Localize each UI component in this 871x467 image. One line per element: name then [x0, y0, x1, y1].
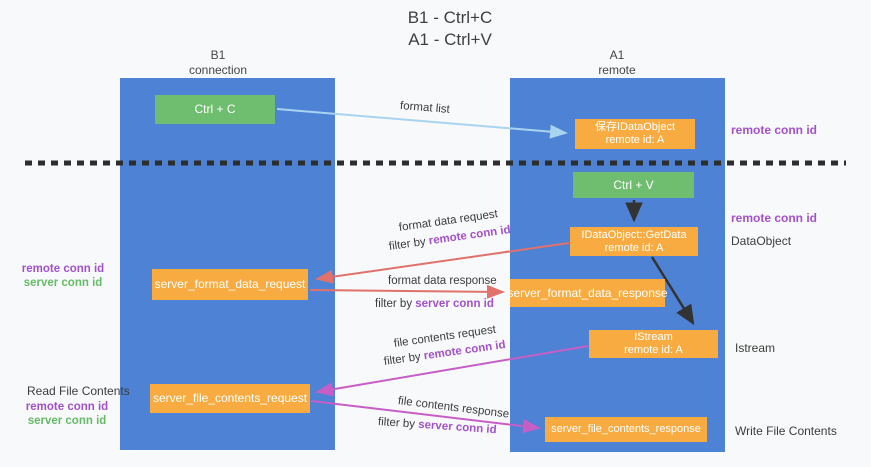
lifeline-b1-name: B1	[210, 48, 226, 62]
lifeline-b1-role: connection	[188, 63, 248, 77]
node-istream: IStream remote id: A	[589, 330, 718, 358]
annotation-left-conn-ids-2: remote conn id server conn id	[24, 401, 110, 428]
node-ctrl-v: Ctrl + V	[573, 172, 694, 198]
node-save-idataobject: 保存IDataObject remote id: A	[575, 119, 695, 149]
node-server-format-data-request-label: server_format_data_request	[154, 277, 306, 291]
node-getdata-line2: remote id: A	[604, 241, 664, 254]
node-getdata: IDataObject::GetData remote id: A	[570, 227, 698, 256]
filter-prefix: filter by	[383, 350, 425, 368]
annotation-remote-conn-id-1: remote conn id	[731, 123, 818, 137]
node-ctrl-v-label: Ctrl + V	[613, 177, 654, 192]
lifeline-header-b1: B1 connection	[158, 48, 278, 78]
annotation-left-remote-conn-id-2: remote conn id	[25, 401, 109, 413]
diagram-title-line1: B1 - Ctrl+C	[407, 8, 493, 27]
node-getdata-line1: IDataObject::GetData	[581, 228, 687, 241]
flow-label-file-contents-response: file contents response	[397, 395, 510, 421]
lifeline-header-a1: A1 remote	[557, 48, 677, 78]
filter-prefix: filter by	[388, 235, 430, 253]
annotation-left-conn-ids-1: remote conn id server conn id	[20, 263, 106, 290]
node-server-file-contents-request-label: server_file_contents_request	[152, 391, 308, 405]
node-server-format-data-response: server_format_data_response	[507, 279, 668, 307]
node-istream-line2: remote id: A	[624, 344, 683, 356]
annotation-dataobject: DataObject	[731, 234, 792, 248]
arrow-format-data-response	[309, 284, 505, 299]
flow-label-format-list: format list	[399, 100, 451, 116]
node-ctrl-c: Ctrl + C	[155, 95, 275, 124]
diagram-title-line2: A1 - Ctrl+V	[408, 30, 492, 49]
filter-prefix: filter by	[375, 298, 416, 310]
filter-prefix: filter by	[377, 416, 419, 431]
flow-label-file-contents-response-filter: filter by server conn id	[378, 416, 497, 436]
annotation-read-file-contents: Read File Contents	[27, 384, 130, 398]
flow-label-format-data-response: format data response	[388, 275, 497, 287]
annotation-remote-conn-id-2: remote conn id	[731, 211, 818, 225]
node-server-file-contents-response: server_file_contents_response	[545, 417, 707, 442]
annotation-left-remote-conn-id-1: remote conn id	[21, 263, 105, 275]
node-save-idataobject-line1: 保存IDataObject	[594, 121, 676, 133]
node-server-format-data-response-label: server_format_data_response	[507, 285, 668, 300]
filter-key: server conn id	[415, 298, 494, 310]
node-server-format-data-request: server_format_data_request	[152, 269, 308, 300]
annotation-left-server-conn-id-1: server conn id	[23, 276, 103, 289]
annotation-write-file-contents: Write File Contents	[735, 424, 837, 438]
node-server-file-contents-response-label: server_file_contents_response	[551, 423, 701, 435]
node-ctrl-c-label: Ctrl + C	[194, 102, 236, 116]
annotation-left-server-conn-id-2: server conn id	[27, 414, 107, 427]
lifeline-a1-role: remote	[598, 63, 636, 77]
annotation-istream: Istream	[735, 341, 776, 355]
node-istream-line1: IStream	[634, 331, 673, 343]
filter-key: server conn id	[417, 418, 498, 437]
node-save-idataobject-line2: remote id: A	[605, 134, 665, 146]
node-server-file-contents-request: server_file_contents_request	[150, 384, 310, 413]
lifeline-a1-name: A1	[609, 48, 625, 62]
flow-label-format-data-response-filter: filter by server conn id	[375, 298, 494, 310]
diagram-title: B1 - Ctrl+C A1 - Ctrl+V	[335, 7, 565, 51]
